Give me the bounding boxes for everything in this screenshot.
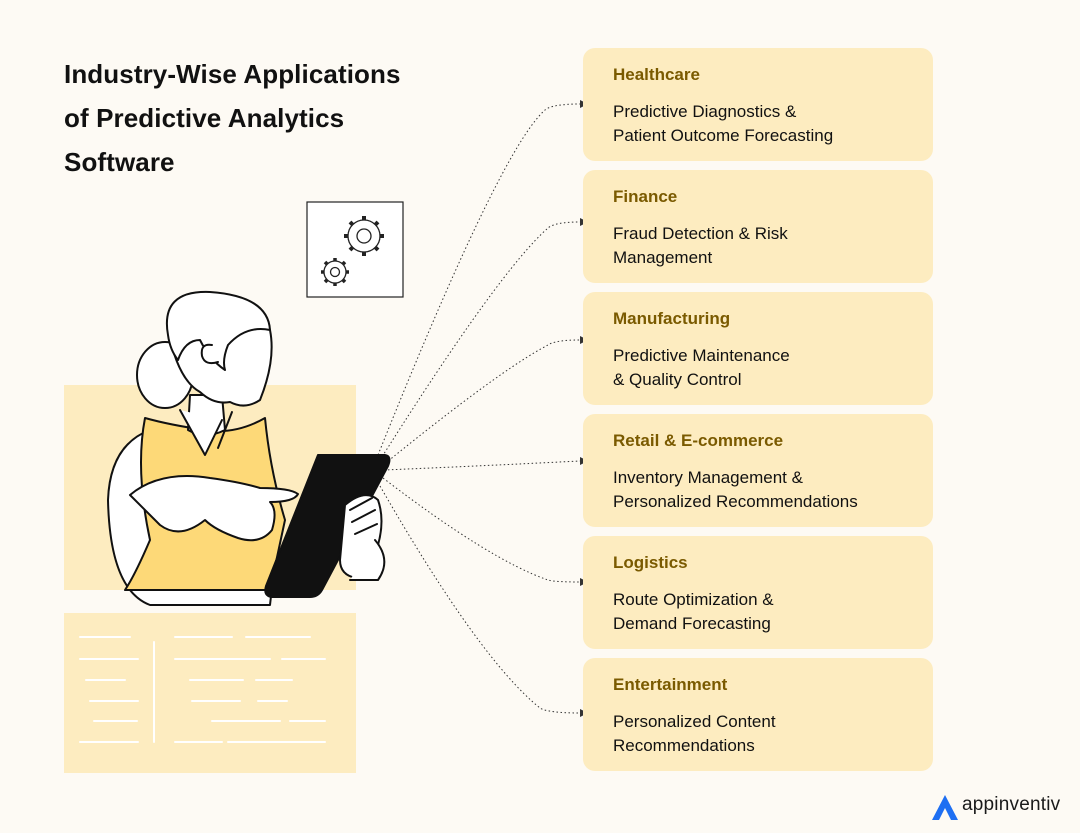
industry-card-retail: Retail & E-commerce Inventory Management… — [583, 414, 933, 527]
connector-lines — [377, 103, 581, 714]
application-text: Fraud Detection & Risk Management — [613, 224, 788, 267]
industry-card-entertainment: Entertainment Personalized Content Recom… — [583, 658, 933, 771]
application-text: Predictive Diagnostics & Patient Outcome… — [613, 102, 834, 145]
application-text: Personalized Content Recommendations — [613, 712, 776, 755]
person-figure — [107, 290, 391, 606]
industry-label: Entertainment — [613, 675, 728, 694]
industry-card-healthcare: Healthcare Predictive Diagnostics & Pati… — [583, 48, 933, 161]
industry-label: Healthcare — [613, 65, 700, 84]
gears-icon — [306, 201, 404, 298]
industry-label: Logistics — [613, 553, 688, 572]
page-title: Industry-Wise Applications of Predictive… — [64, 59, 401, 177]
industry-card-manufacturing: Manufacturing Predictive Maintenance & Q… — [583, 292, 933, 405]
brand-logo-icon — [932, 795, 958, 820]
application-text: Route Optimization & Demand Forecasting — [613, 590, 774, 633]
industry-card-finance: Finance Fraud Detection & Risk Managemen… — [583, 170, 933, 283]
application-text: Predictive Maintenance & Quality Control — [613, 346, 790, 389]
document-panel — [64, 613, 356, 773]
industry-label: Manufacturing — [613, 309, 731, 328]
document-lines — [79, 636, 326, 743]
application-text: Inventory Management & Personalized Reco… — [613, 468, 858, 511]
industry-card-logistics: Logistics Route Optimization & Demand Fo… — [583, 536, 933, 649]
industry-label: Finance — [613, 187, 678, 206]
brand-logo: appinventiv — [932, 792, 1060, 818]
industry-label: Retail & E-commerce — [613, 431, 784, 450]
brand-name: appinventiv — [962, 794, 1061, 815]
